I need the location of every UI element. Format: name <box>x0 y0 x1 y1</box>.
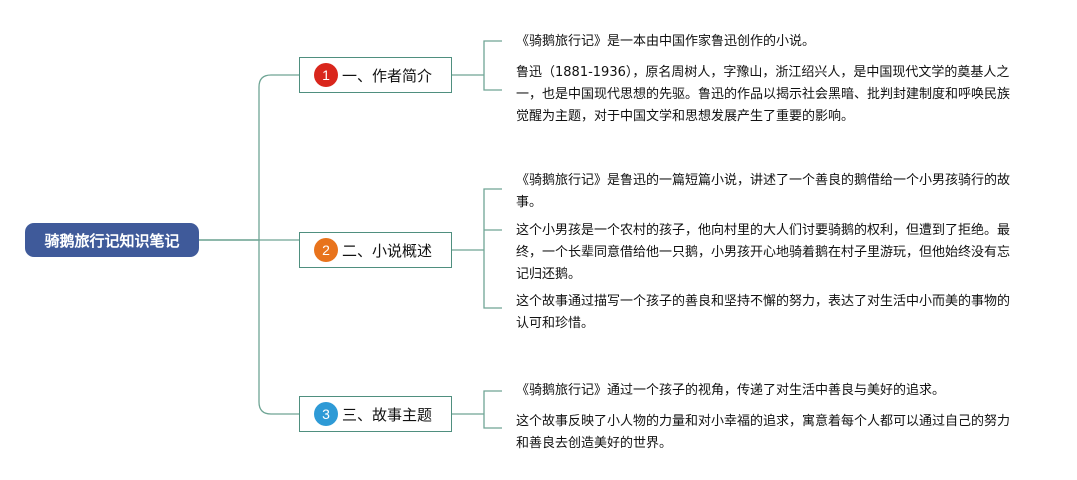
leaf-text: 这个小男孩是一个农村的孩子，他向村里的大人们讨要骑鹅的权利，但遭到了拒绝。最终，… <box>516 223 1011 282</box>
connector-branch-3-leaves <box>452 390 502 429</box>
connector-root-to-branch-3 <box>199 239 299 415</box>
branch-title: 一、作者简介 <box>342 66 433 85</box>
number-badge-2: 2 <box>314 238 338 262</box>
connector-branch-1-leaves <box>452 40 502 91</box>
root-node[interactable]: 骑鹅旅行记知识笔记 <box>25 223 199 257</box>
number-badge-1: 1 <box>314 63 338 87</box>
leaf-text: 这个故事反映了小人物的力量和对小幸福的追求，寓意着每个人都可以通过自己的努力和善… <box>516 414 1011 451</box>
branch-novel-overview[interactable]: 2 二、小说概述 <box>299 232 452 268</box>
leaf-text: 鲁迅（1881-1936），原名周树人，字豫山，浙江绍兴人，是中国现代文学的奠基… <box>516 65 1011 124</box>
leaf-text: 这个故事通过描写一个孩子的善良和坚持不懈的努力，表达了对生活中小而美的事物的认可… <box>516 294 1011 331</box>
root-title: 骑鹅旅行记知识笔记 <box>44 231 180 250</box>
connector-branch-2-leaves <box>452 188 502 309</box>
leaf-text: 《骑鹅旅行记》是一本由中国作家鲁迅创作的小说。 <box>516 34 816 49</box>
branch-story-theme[interactable]: 3 三、故事主题 <box>299 396 452 432</box>
connector-root-to-branch-1 <box>199 74 299 241</box>
branch-author-intro[interactable]: 1 一、作者简介 <box>299 57 452 93</box>
leaf-text: 《骑鹅旅行记》是鲁迅的一篇短篇小说，讲述了一个善良的鹅借给一个小男孩骑行的故事。 <box>516 173 1011 210</box>
branch-title: 二、小说概述 <box>342 241 433 260</box>
number-badge-3: 3 <box>314 402 338 426</box>
branch-title: 三、故事主题 <box>342 405 433 424</box>
leaf-text: 《骑鹅旅行记》通过一个孩子的视角，传递了对生活中善良与美好的追求。 <box>516 383 946 398</box>
